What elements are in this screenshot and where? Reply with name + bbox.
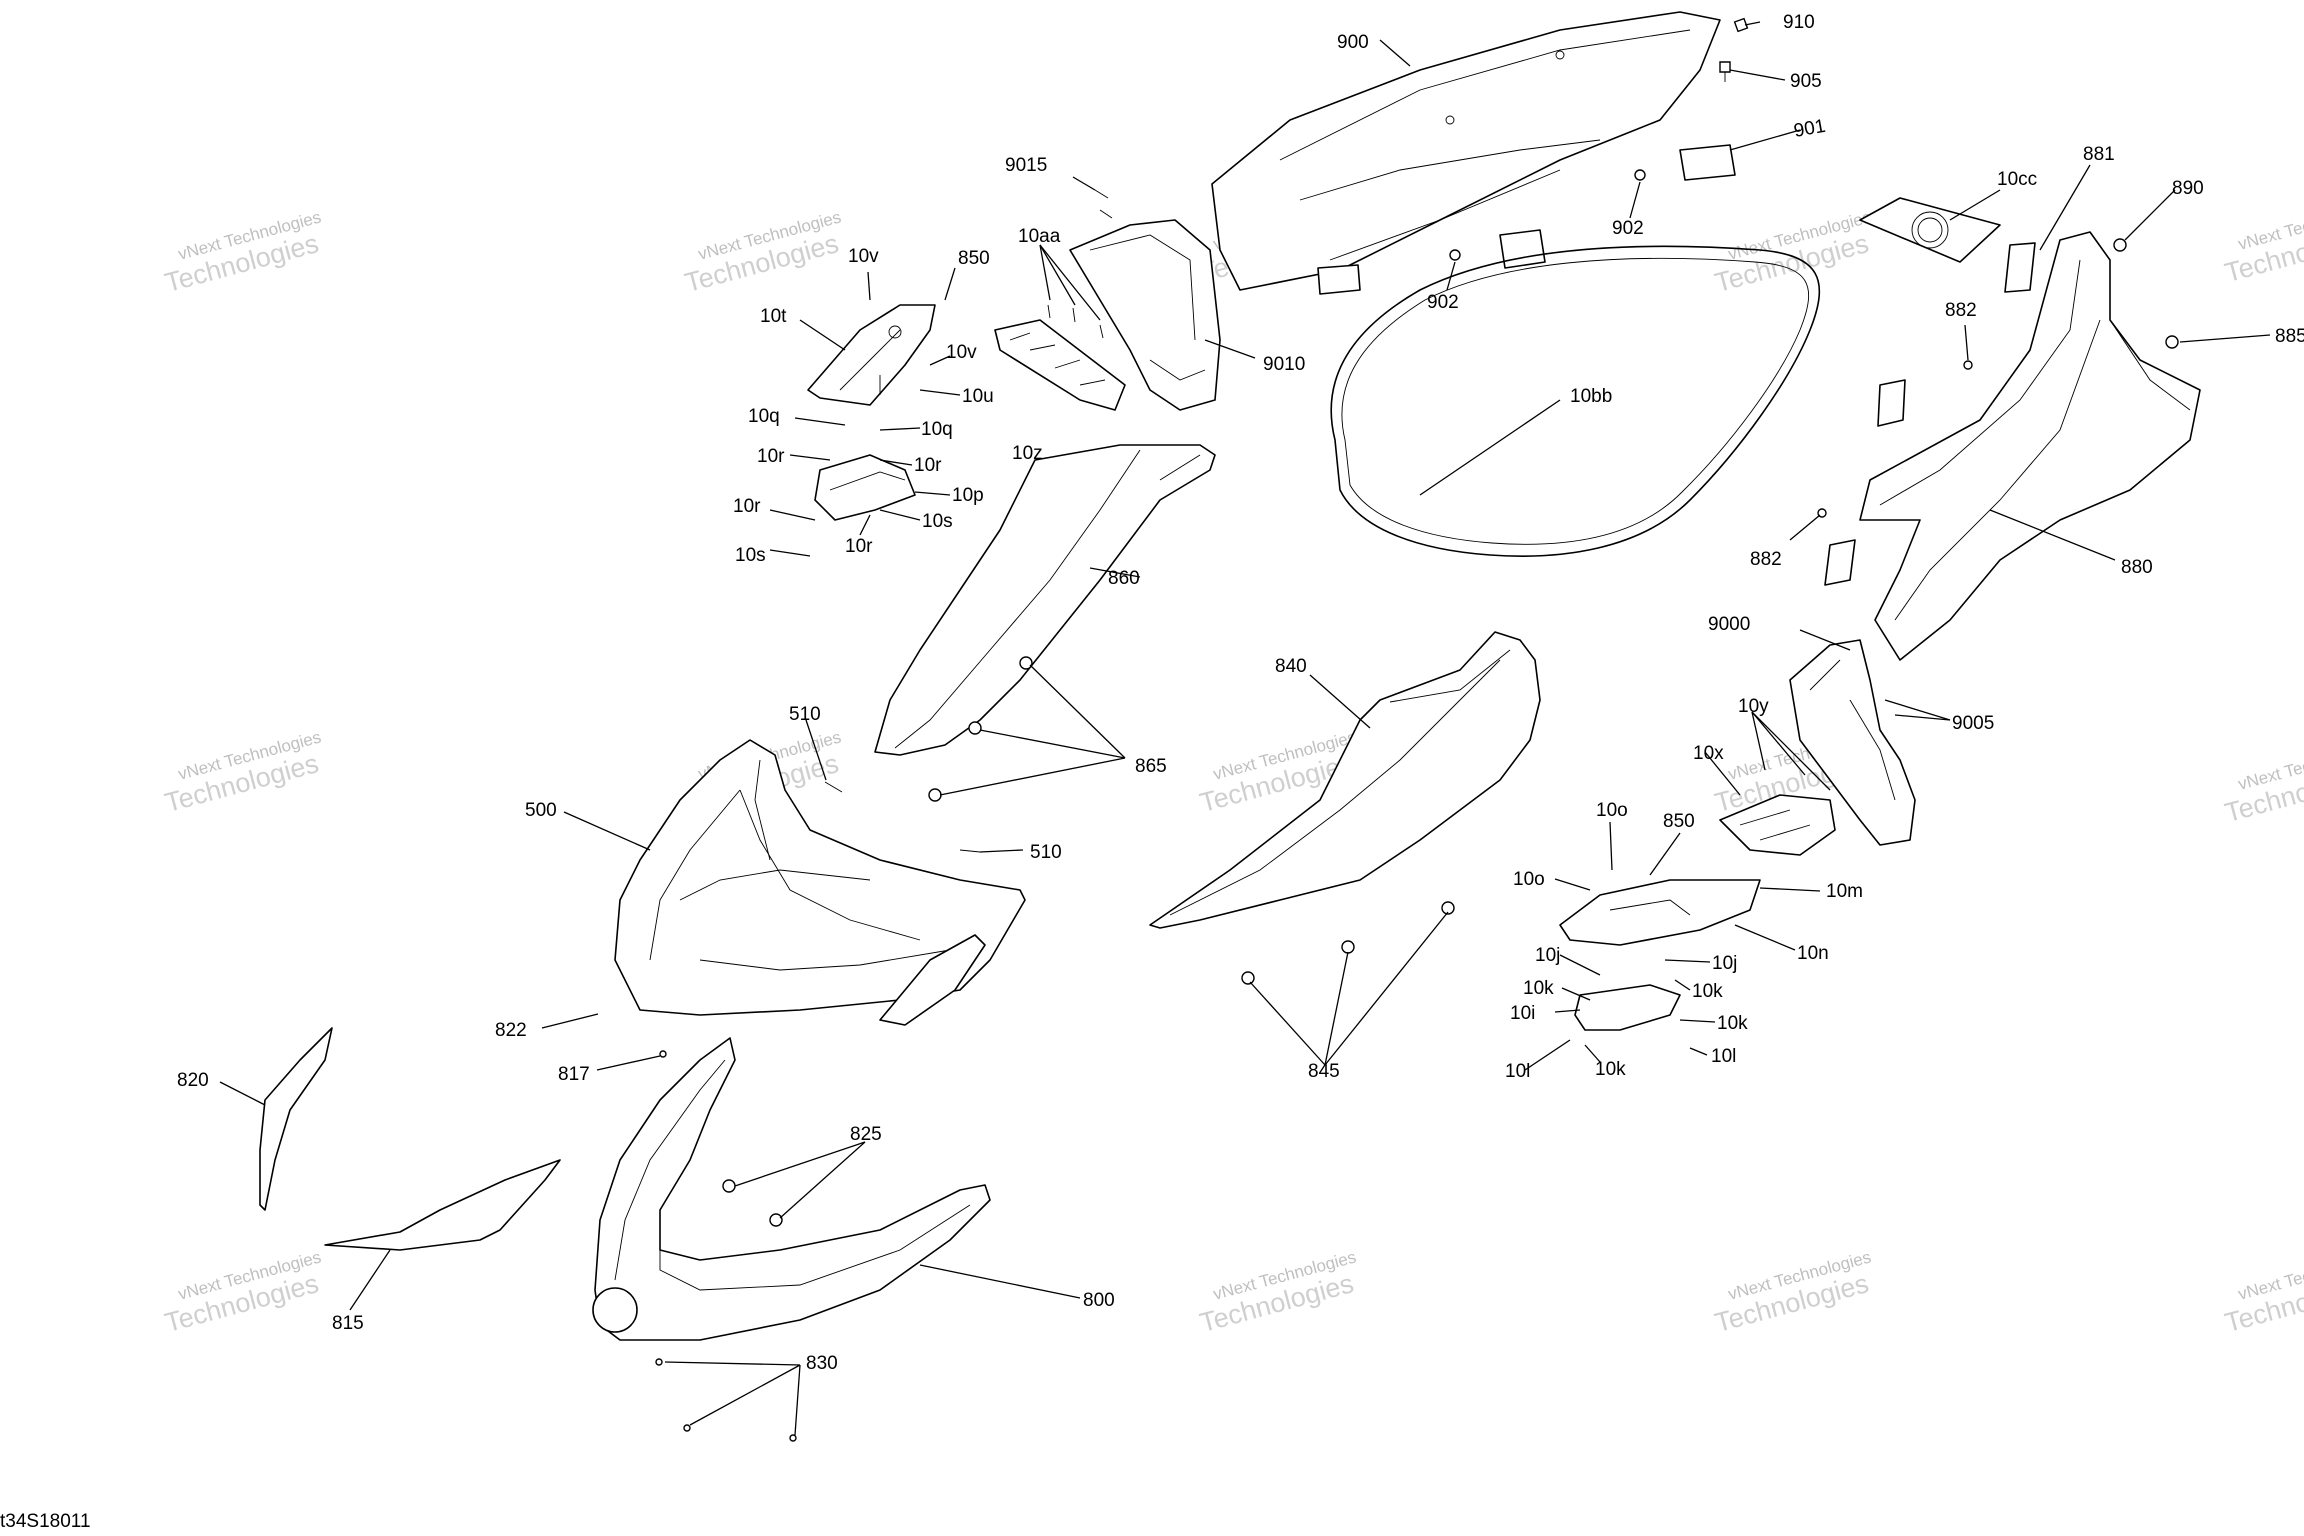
label-865: 865 xyxy=(1135,756,1167,777)
part-10t-vent xyxy=(807,304,936,406)
diagram-code: t34S18011 xyxy=(0,1511,91,1532)
label-10o-left: 10o xyxy=(1513,869,1545,890)
label-9005: 9005 xyxy=(1952,713,1994,734)
label-9000: 9000 xyxy=(1708,614,1750,635)
label-9015: 9015 xyxy=(1005,155,1047,176)
part-880-side-panel xyxy=(1859,231,2201,661)
part-901-pads xyxy=(1317,144,1736,295)
part-860-left-panel xyxy=(874,444,1216,756)
label-10l-left: 10l xyxy=(1505,1061,1530,1082)
label-880: 880 xyxy=(2121,557,2153,578)
label-840: 840 xyxy=(1275,656,1307,677)
label-10q-left: 10q xyxy=(748,406,780,427)
label-10v-top: 10v xyxy=(848,246,879,267)
label-10x: 10x xyxy=(1693,743,1724,764)
part-881-pads xyxy=(1824,242,2036,586)
label-10s-left: 10s xyxy=(735,545,766,566)
part-910-screw xyxy=(1733,17,1749,33)
part-800-bumper xyxy=(592,1037,991,1341)
label-10v-bottom: 10v xyxy=(946,342,977,363)
label-10s-right: 10s xyxy=(922,511,953,532)
part-500-hood-vent xyxy=(879,934,986,1026)
label-10k-b: 10k xyxy=(1692,981,1723,1002)
label-510-top: 510 xyxy=(789,704,821,725)
label-850-top: 850 xyxy=(958,248,990,269)
label-10r-a: 10r xyxy=(757,446,785,467)
label-815: 815 xyxy=(332,1313,364,1334)
label-10r-b: 10r xyxy=(914,455,942,476)
part-902-bolt xyxy=(1449,169,1646,261)
hardware-fasteners xyxy=(655,656,1455,1442)
label-10y: 10y xyxy=(1738,696,1769,717)
label-850-right: 850 xyxy=(1663,811,1695,832)
label-900: 900 xyxy=(1337,32,1369,53)
label-10j-left: 10j xyxy=(1535,945,1560,966)
part-815-trim xyxy=(324,1159,561,1251)
part-885-screw xyxy=(2165,335,2179,349)
label-10r-c: 10r xyxy=(733,496,761,517)
label-10m: 10m xyxy=(1826,881,1863,902)
label-10cc: 10cc xyxy=(1997,169,2037,190)
part-510-clip xyxy=(824,781,981,853)
label-910: 910 xyxy=(1783,12,1815,33)
leader-lines xyxy=(219,21,2271,1436)
label-800: 800 xyxy=(1083,1290,1115,1311)
label-882-bottom: 882 xyxy=(1750,549,1782,570)
label-902-bottom: 902 xyxy=(1427,292,1459,313)
label-500: 500 xyxy=(525,800,557,821)
label-825: 825 xyxy=(850,1124,882,1145)
label-10i: 10i xyxy=(1510,1003,1535,1024)
part-10aa-screws xyxy=(1047,304,1104,339)
label-510-right: 510 xyxy=(1030,842,1062,863)
label-820: 820 xyxy=(177,1070,209,1091)
label-10l-right: 10l xyxy=(1711,1046,1736,1067)
part-9000-vent xyxy=(1789,639,1916,846)
part-labels: 900 910 905 901 902 902 9015 10aa 9010 1… xyxy=(177,12,2304,1374)
label-822: 822 xyxy=(495,1020,527,1041)
part-10x-grille xyxy=(1719,794,1836,856)
label-890: 890 xyxy=(2172,178,2204,199)
part-10p-bracket xyxy=(814,454,916,521)
label-9010: 9010 xyxy=(1263,354,1305,375)
label-10n: 10n xyxy=(1797,943,1829,964)
label-10u: 10u xyxy=(962,386,994,407)
label-860: 860 xyxy=(1108,568,1140,589)
part-900-top-cover xyxy=(1211,11,1721,291)
label-10k-c: 10k xyxy=(1717,1013,1748,1034)
label-882-top: 882 xyxy=(1945,300,1977,321)
part-890-screw xyxy=(2113,238,2127,252)
label-830: 830 xyxy=(806,1353,838,1374)
part-840-center-panel xyxy=(1149,631,1541,929)
part-500-hood xyxy=(614,739,1026,1016)
label-10q-right: 10q xyxy=(921,419,953,440)
part-820-strip xyxy=(259,1027,333,1211)
label-881: 881 xyxy=(2083,144,2115,165)
label-10p: 10p xyxy=(952,485,984,506)
label-845: 845 xyxy=(1308,1061,1340,1082)
part-9010-vent xyxy=(1069,219,1221,411)
label-885: 885 xyxy=(2275,326,2304,347)
part-10bb-seal xyxy=(1330,245,1821,557)
label-905: 905 xyxy=(1790,71,1822,92)
label-10aa: 10aa xyxy=(1018,226,1061,247)
label-901: 901 xyxy=(1792,116,1827,142)
label-10o-top: 10o xyxy=(1596,800,1628,821)
part-9015-screws xyxy=(1094,189,1113,219)
part-10cc-plate xyxy=(1859,197,2001,263)
label-10k-d: 10k xyxy=(1595,1059,1626,1080)
label-10r-d: 10r xyxy=(845,536,873,557)
part-10i-bracket xyxy=(1574,984,1681,1031)
label-10t: 10t xyxy=(760,306,787,327)
label-10j-right: 10j xyxy=(1712,953,1737,974)
label-10bb: 10bb xyxy=(1570,386,1612,407)
part-10z-grille xyxy=(994,319,1126,411)
part-10m-bracket xyxy=(1559,879,1761,946)
label-10k-a: 10k xyxy=(1523,978,1554,999)
label-817: 817 xyxy=(558,1064,590,1085)
label-902-top: 902 xyxy=(1612,218,1644,239)
label-10z: 10z xyxy=(1012,443,1043,464)
part-905-screw xyxy=(1719,61,1731,82)
